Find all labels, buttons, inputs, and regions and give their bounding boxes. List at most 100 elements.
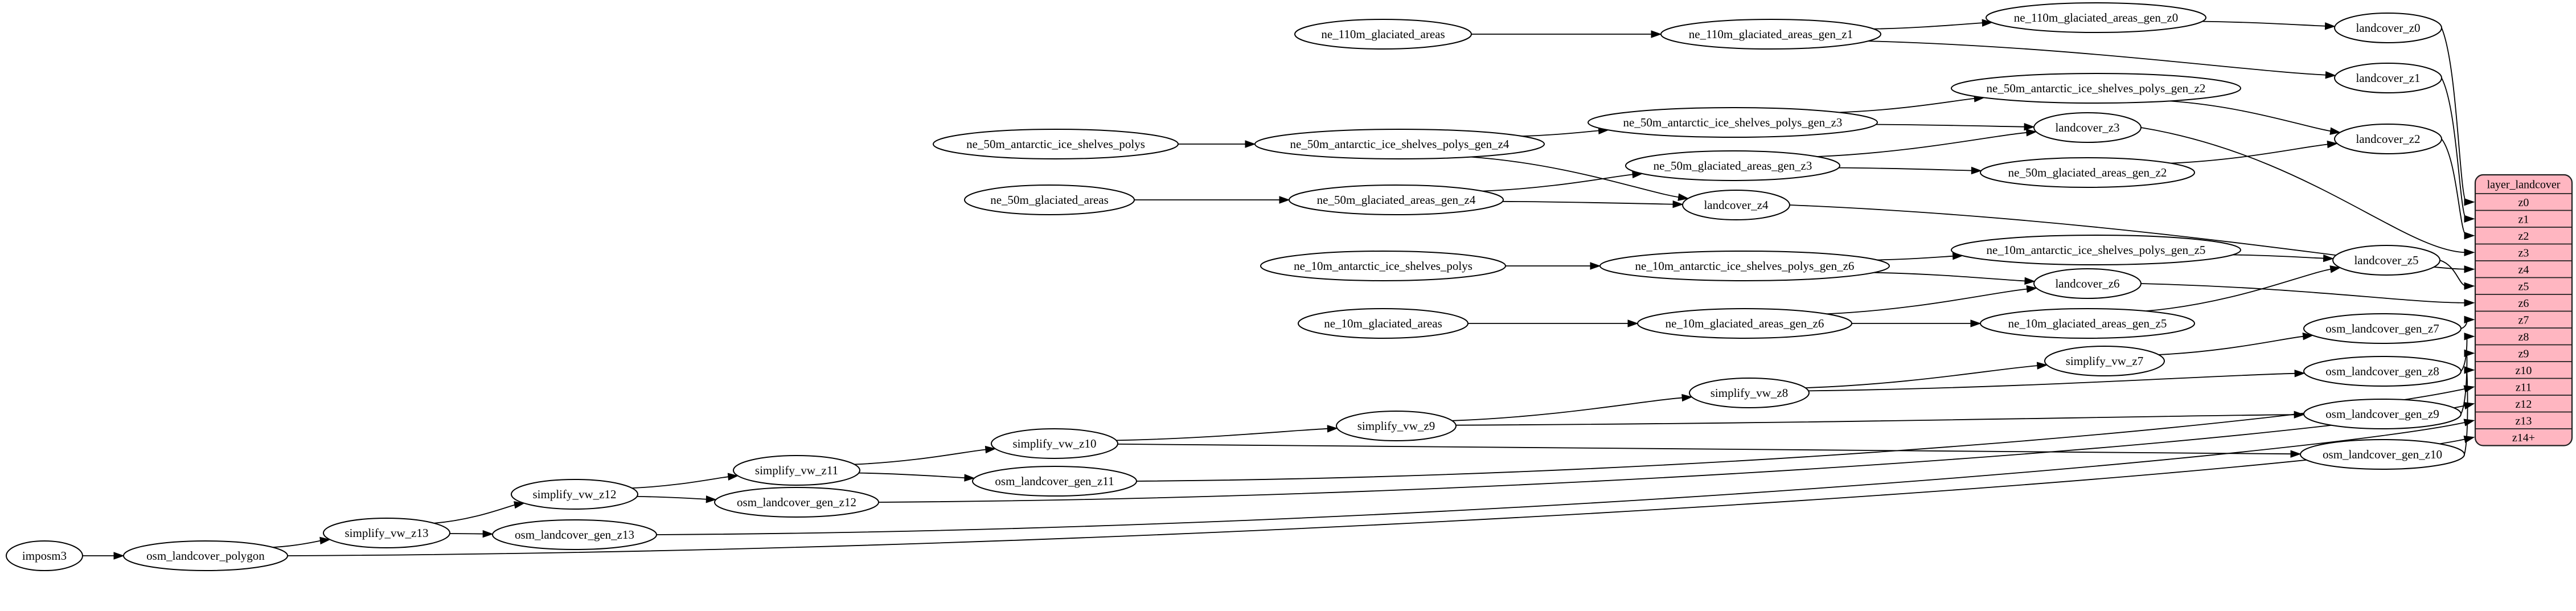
node-simplify_vw_z7: simplify_vw_z7 [2044,346,2165,376]
arrowhead-icon [2036,362,2048,370]
node-landcover_z6: landcover_z6 [2033,268,2142,299]
edge-spline [1136,388,2467,482]
node-ellipse [2332,245,2440,276]
edge-ne_50m_glaciated_areas_gen_z4-to-ne_50m_glaciated_areas_gen_z3 [1482,170,1643,192]
arrowhead-icon [2464,198,2475,206]
node-ellipse [1980,308,2195,339]
node-ellipse [1294,19,1472,50]
nodes-layer: imposm3 osm_landcover_polygon simplify_vw_… [6,2,2465,571]
node-label: ne_50m_antarctic_ice_shelves_polys_gen_z… [1987,81,2206,95]
node-label: osm_landcover_gen_z8 [2325,364,2439,378]
node-simplify_vw_z12: simplify_vw_z12 [511,479,638,510]
node-ellipse [1298,308,1469,339]
node-ellipse [714,487,879,518]
arrowhead-icon [2294,370,2306,378]
edge-spline [2171,143,2330,164]
node-label: landcover_z4 [1704,198,1769,212]
arrowhead-icon [2464,282,2475,290]
node-label: osm_landcover_gen_z7 [2325,322,2439,335]
node-label: simplify_vw_z11 [755,464,838,477]
node-osm_landcover_gen_z12: osm_landcover_gen_z12 [714,487,879,518]
node-ellipse [1689,378,1810,408]
node-ellipse [1599,251,1890,281]
arrowhead-icon [2323,254,2335,263]
edge-ne_10m_glaciated_areas_gen_z5-to-landcover_z5 [2146,265,2341,312]
node-ellipse [964,184,1135,215]
edge-spline [1521,130,1601,137]
node-simplify_vw_z8: simplify_vw_z8 [1689,378,1810,408]
edge-simplify_vw_z11-to-simplify_vw_z10 [854,445,996,465]
edge-spline [273,540,323,548]
edge-simplify_vw_z8-to-osm_landcover_gen_z8 [1808,370,2306,392]
node-ne_50m_antarctic_ice_shelves_polys_gen_z3: ne_50m_antarctic_ice_shelves_polys_gen_z… [1588,107,1878,138]
table-row-z6: z6 [2518,297,2529,310]
arrowhead-icon [2024,277,2036,285]
node-ellipse [1986,2,2206,33]
node-label: ne_50m_antarctic_ice_shelves_polys [966,137,1145,151]
node-simplify_vw_z13: simplify_vw_z13 [323,518,450,548]
node-label: osm_landcover_gen_z13 [515,528,634,542]
node-simplify_vw_z10: simplify_vw_z10 [991,428,1118,459]
node-ellipse [123,540,288,571]
node-ellipse [1336,411,1457,441]
node-label: ne_10m_antarctic_ice_shelves_polys_gen_z… [1987,243,2206,257]
node-label: simplify_vw_z9 [1357,419,1435,433]
edge-ne_50m_glaciated_areas-to-ne_50m_glaciated_areas_gen_z4 [1134,196,1290,204]
edge-simplify_vw_z8-to-simplify_vw_z7 [1805,362,2048,388]
table-row-z7: z7 [2518,314,2529,326]
node-osm_landcover_gen_z11: osm_landcover_gen_z11 [972,466,1137,497]
node-label: simplify_vw_z7 [2066,354,2144,368]
node-ne_50m_antarctic_ice_shelves_polys: ne_50m_antarctic_ice_shelves_polys [933,129,1179,159]
edge-ne_10m_antarctic_ice_shelves_polys_gen_z6-to-landcover_z6 [1873,272,2036,285]
edge-ne_110m_glaciated_areas_gen_z1-to-landcover_z1 [1868,40,2336,79]
table-row-z9: z9 [2518,347,2529,360]
edge-simplify_vw_z13-to-osm_landcover_gen_z13 [449,530,494,538]
node-landcover_z4: landcover_z4 [1682,190,1790,220]
node-label: imposm3 [22,549,67,563]
node-ellipse [2033,268,2142,299]
edge-spline [1117,444,2294,455]
node-ne_50m_glaciated_areas_gen_z4: ne_50m_glaciated_areas_gen_z4 [1289,184,1504,215]
node-ellipse [1660,19,1881,50]
arrowhead-icon [2325,71,2336,79]
node-label: osm_landcover_polygon [146,549,265,563]
node-label: landcover_z1 [2356,71,2420,85]
arrowhead-icon [2024,122,2035,131]
edge-ne_50m_antarctic_ice_shelves_polys-to-ne_50m_antarctic_ice_shelves_polys_gen_z4 [1178,140,1256,148]
node-label: ne_50m_antarctic_ice_shelves_polys_gen_z… [1290,137,1509,151]
node-label: landcover_z5 [2354,253,2418,267]
node-osm_landcover_gen_z7: osm_landcover_gen_z7 [2303,313,2462,344]
node-label: ne_10m_antarctic_ice_shelves_polys_gen_z… [1635,259,1855,273]
arrowhead-icon [964,474,975,482]
node-osm_landcover_gen_z9: osm_landcover_gen_z9 [2303,399,2462,429]
arrowhead-icon [1971,166,1982,175]
node-ellipse [972,466,1137,497]
node-label: ne_110m_glaciated_areas_gen_z1 [1689,27,1853,41]
arrowhead-icon [2329,127,2341,135]
arrowhead-icon [2290,450,2302,458]
node-label: simplify_vw_z13 [345,526,429,540]
arrowhead-icon [985,445,996,454]
edge-spline [434,504,517,524]
node-ellipse [1951,235,2241,265]
node-osm_landcover_gen_z8: osm_landcover_gen_z8 [2303,356,2462,387]
node-ellipse [2300,439,2465,470]
node-label: osm_landcover_gen_z11 [995,474,1114,488]
node-ne_10m_glaciated_areas_gen_z5: ne_10m_glaciated_areas_gen_z5 [1980,308,2195,339]
edge-ne_10m_antarctic_ice_shelves_polys_gen_z5-to-landcover_z5 [2233,254,2335,263]
edge-spline [1817,132,2029,157]
arrowhead-icon [319,536,331,545]
table-title: layer_landcover [2487,179,2561,191]
edge-landcover_z2-to-layer_landcover-z2 [2441,138,2475,240]
edge-ne_50m_glaciated_areas_gen_z2-to-landcover_z2 [2171,140,2338,164]
edge-ne_50m_glaciated_areas_gen_z3-to-landcover_z3 [1817,129,2037,157]
arrowhead-icon [1681,393,1693,402]
arrowhead-icon [2464,315,2475,324]
node-label: ne_110m_glaciated_areas [1321,27,1445,41]
arrowhead-icon [2464,232,2475,240]
arrowhead-icon [1970,319,1982,327]
arrowhead-icon [2464,215,2475,223]
node-ellipse [933,129,1179,159]
table-row-z8: z8 [2518,331,2529,343]
edge-spline [1452,397,1685,421]
